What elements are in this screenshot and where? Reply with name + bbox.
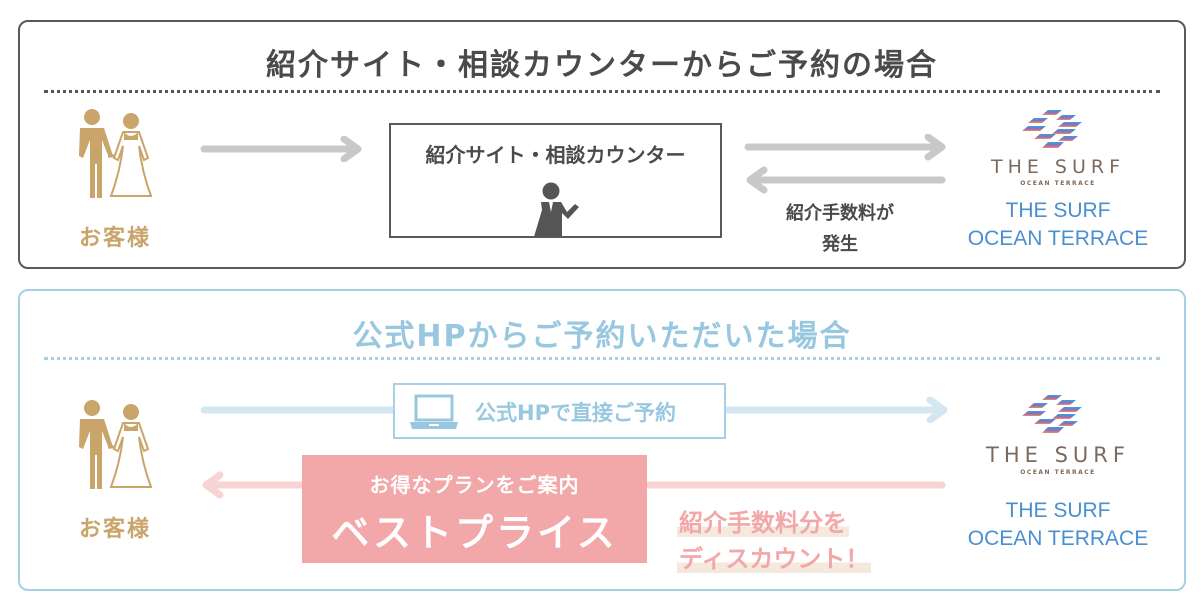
logo-brand-text: THE SURF — [986, 443, 1130, 467]
discount-line1: 紹介手数料分を — [677, 509, 849, 537]
consultant-icon — [534, 182, 579, 236]
dotted-divider — [44, 357, 1160, 360]
direct-booking-box: 公式HPで直接ご予約 — [393, 383, 726, 439]
laptop-icon — [410, 394, 458, 429]
couple-icon — [79, 400, 153, 489]
agency-booking-panel: 紹介サイト・相談カウンターからご予約の場合 お客様 紹介サイト・相談カウンター — [18, 20, 1186, 269]
customer-label: お客様 — [78, 226, 151, 251]
dotted-divider — [44, 90, 1160, 93]
official-panel-title: 公式HPからご予約いただいた場合 — [352, 319, 852, 354]
venue-logo: THE SURF OCEAN TERRACE — [958, 391, 1158, 476]
fee-label: 紹介手数料が 発生 — [740, 198, 940, 260]
venue-name-line1: THE SURF — [1005, 499, 1111, 522]
logo-sub-text: OCEAN TERRACE — [1020, 180, 1096, 187]
venue-name-line1: THE SURF — [1005, 199, 1111, 222]
agency-panel-title: 紹介サイト・相談カウンターからご予約の場合 — [266, 48, 938, 83]
venue-name-line2: OCEAN TERRACE — [967, 227, 1149, 250]
arrow-right-icon — [200, 136, 362, 162]
customer-label: お客様 — [78, 517, 151, 542]
official-booking-panel: 公式HPからご予約いただいた場合 お客様 公式HPで直接ご予約 お得なプランをご… — [18, 289, 1186, 591]
best-price-box: お得なプランをご案内 ベストプライス — [302, 455, 647, 563]
fee-label-line1: 紹介手数料が — [786, 203, 894, 224]
venue-name: THE SURF OCEAN TERRACE — [948, 197, 1168, 253]
best-price-title: ベストプライス — [331, 511, 618, 555]
direct-booking-label: 公式HPで直接ご予約 — [475, 401, 676, 425]
best-price-subtitle: お得なプランをご案内 — [369, 473, 580, 497]
venue-name-line2: OCEAN TERRACE — [967, 527, 1149, 550]
logo-brand-text: THE SURF — [990, 156, 1126, 178]
agency-box: 紹介サイト・相談カウンター — [389, 123, 722, 238]
discount-note: 紹介手数料分を ディスカウント！ — [677, 505, 872, 577]
wave-logo-icon — [1022, 395, 1082, 433]
two-way-arrows-icon — [744, 134, 946, 194]
discount-line2: ディスカウント！ — [677, 545, 872, 573]
venue-logo: THE SURF OCEAN TERRACE — [958, 108, 1158, 187]
wave-logo-icon — [1022, 110, 1082, 148]
couple-icon — [79, 109, 153, 198]
logo-sub-text: OCEAN TERRACE — [1020, 469, 1096, 476]
venue-name: THE SURF OCEAN TERRACE — [948, 497, 1168, 553]
fee-label-line2: 発生 — [822, 234, 858, 255]
agency-box-label: 紹介サイト・相談カウンター — [425, 143, 686, 167]
